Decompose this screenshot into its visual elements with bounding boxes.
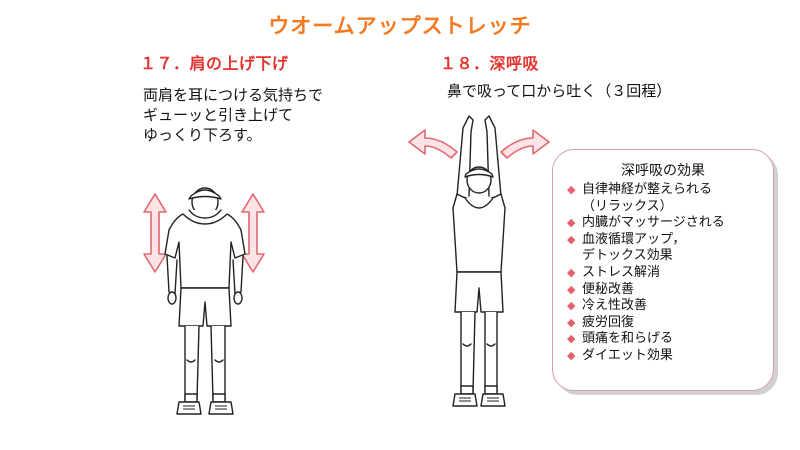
- effect-text: 疲労回復: [582, 314, 635, 330]
- effect-item: ◆ 内臓がマッサージされる: [567, 215, 771, 232]
- effect-item: ◆ 疲労回復: [567, 315, 771, 332]
- diamond-bullet-icon: ◆: [567, 348, 576, 362]
- effect-text: 頭痛を和らげる: [582, 331, 674, 347]
- effect-text: 血液循環アップ，: [582, 231, 686, 247]
- effect-text: ストレス解消: [582, 264, 661, 280]
- effect-item: ◆（リラックス）: [567, 199, 771, 216]
- page-title: ウオームアップストレッチ: [268, 14, 532, 38]
- diamond-bullet-icon: ◆: [567, 183, 576, 196]
- effect-text: 冷え性改善: [582, 298, 648, 314]
- diamond-bullet-icon: ◆: [567, 216, 576, 230]
- effects-list: ◆自律神経が整えられる ◆（リラックス） ◆内臓がマッサージされる ◆血液循環ア…: [567, 182, 771, 365]
- curved-arrow-right-icon: [500, 129, 550, 159]
- effect-text: 便秘改善: [582, 281, 635, 297]
- effect-item: ◆ 冷え性改善: [567, 298, 771, 315]
- effect-text: ダイエット効果: [582, 347, 673, 363]
- curved-arrow-left-icon: [408, 129, 458, 159]
- deep-breath-illustration: [408, 115, 550, 407]
- diamond-bullet-icon: ◆: [567, 232, 576, 246]
- diamond-bullet-icon: ◆: [567, 332, 576, 346]
- effect-item: ◆ 血液循環アップ，: [567, 232, 771, 249]
- diamond-bullet-icon: ◆: [567, 265, 576, 279]
- section-18-heading: １８．深呼吸: [440, 54, 540, 73]
- diamond-bullet-icon: ◆: [567, 299, 576, 313]
- effects-title: 深呼吸の効果: [621, 163, 705, 179]
- effect-item: ◆ 頭痛を和らげる: [567, 331, 771, 348]
- up-down-arrow-left-icon: [143, 193, 167, 273]
- up-down-arrow-right-icon: [241, 193, 265, 273]
- effect-text: デトックス効果: [582, 248, 673, 264]
- effect-text: 内臓がマッサージされる: [582, 215, 725, 231]
- effect-item: ◆デトックス効果: [567, 248, 771, 265]
- section-18-description: 鼻で吸って口から吐く（３回程）: [447, 82, 672, 100]
- section-17-heading: １７．肩の上げ下げ: [140, 54, 289, 73]
- diamond-bullet-icon: ◆: [567, 282, 576, 296]
- effect-item: ◆ ダイエット効果: [567, 348, 771, 365]
- shoulder-shrug-illustration: [143, 187, 265, 415]
- section-17-description: 両肩を耳につける気持ちで ギューッと引き上げて ゆっくり下ろす。: [143, 86, 324, 144]
- effect-item: ◆ 自律神経が整えられる: [567, 182, 771, 199]
- effect-text: 自律神経が整えられる: [582, 182, 713, 197]
- effect-item: ◆ ストレス解消: [567, 265, 771, 282]
- diamond-bullet-icon: ◆: [567, 315, 576, 329]
- breathing-effects-box: 深呼吸の効果 ◆自律神経が整えられる ◆（リラックス） ◆内臓がマッサージされる…: [552, 149, 774, 391]
- effect-text: （リラックス）: [582, 198, 673, 214]
- effect-item: ◆ 便秘改善: [567, 282, 771, 299]
